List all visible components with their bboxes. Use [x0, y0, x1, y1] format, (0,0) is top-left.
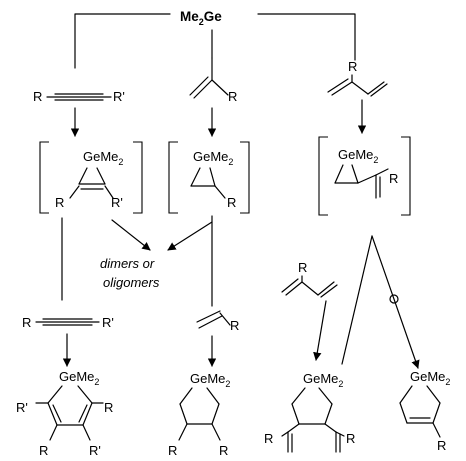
vinylgermirane-intermediate: GeMe2 R: [318, 136, 411, 216]
divinylgermolane-product: GeMe2 R R: [264, 371, 355, 453]
dimers-label-line2: oligomers: [103, 275, 160, 290]
dimers-label-line1: dimers or: [100, 256, 155, 271]
svg-text:R: R: [437, 438, 446, 453]
svg-text:R: R: [39, 443, 48, 458]
germole-product: GeMe2 R' R R R': [16, 369, 113, 458]
diene-reagent: R: [327, 59, 388, 97]
germolane-product: GeMe2 R R: [168, 371, 230, 458]
germirane-intermediate: GeMe2 R: [168, 141, 250, 214]
svg-text:R: R: [264, 431, 273, 446]
svg-text:R: R: [227, 195, 236, 210]
svg-text:R: R: [33, 89, 42, 104]
svg-text:R: R: [22, 315, 31, 330]
svg-text:R: R: [228, 89, 237, 104]
alkene-reagent: R: [189, 57, 237, 104]
svg-text:R: R: [219, 443, 228, 458]
arrow-germirane-to-dimers: [167, 221, 213, 251]
arrow-germirene-to-dimers: [111, 219, 151, 251]
branch-line-left: [74, 13, 171, 69]
svg-text:R': R': [89, 443, 101, 458]
svg-text:R': R': [113, 89, 125, 104]
svg-text:R: R: [389, 171, 398, 186]
branch-line-right: [257, 13, 356, 61]
svg-text:R: R: [104, 400, 113, 415]
svg-text:R: R: [168, 443, 177, 458]
germole-gemes: GeMe2: [59, 369, 99, 387]
germirene-intermediate: GeMe2 R R': [39, 141, 143, 214]
svg-text:R: R: [55, 195, 64, 210]
svg-text:R: R: [298, 260, 307, 275]
germolene-product: GeMe2 R: [399, 369, 450, 453]
svg-text:R: R: [230, 318, 239, 333]
light-symbol: [389, 294, 399, 304]
germolene-gemes: GeMe2: [410, 369, 450, 387]
germirane-gemes: GeMe2: [193, 149, 233, 167]
vinylgermirane-gemes: GeMe2: [338, 147, 378, 165]
divinylgermolane-gemes: GeMe2: [303, 371, 343, 389]
reagent-me2ge: Me2Ge: [180, 9, 222, 27]
diene-second-reagent: R: [281, 260, 338, 298]
svg-text:R': R': [16, 400, 28, 415]
svg-text:R': R': [111, 195, 123, 210]
alkene-second-reagent: R: [196, 310, 239, 333]
arrow-to-germolene: [371, 235, 420, 369]
svg-text:R: R: [346, 431, 355, 446]
alkyne-second-reagent: R R': [22, 315, 114, 330]
alkyne-reagent: R R': [33, 89, 125, 104]
line-split-left: [341, 235, 373, 365]
germolane-gemes: GeMe2: [190, 371, 230, 389]
svg-text:R: R: [348, 59, 357, 74]
germirene-gemes: GeMe2: [83, 149, 123, 167]
svg-text:R': R': [102, 315, 114, 330]
arrow-to-divinylgermolane: [313, 300, 327, 361]
